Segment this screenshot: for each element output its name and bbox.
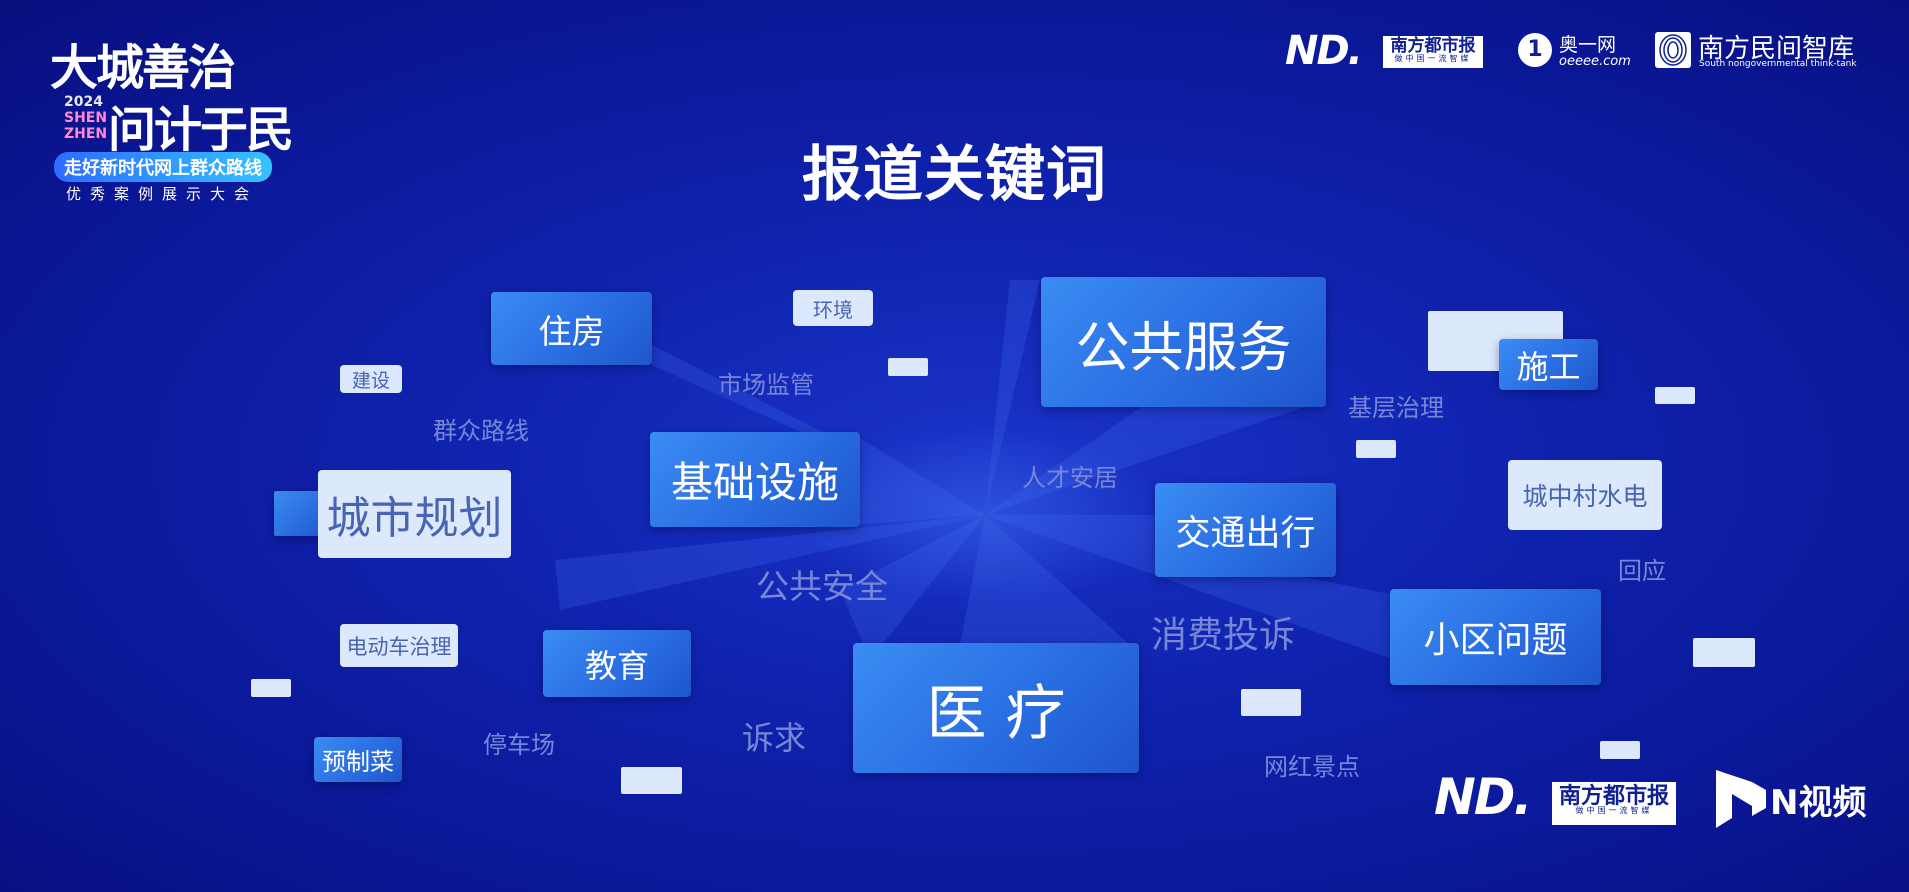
- keyword-xiaofei-tousu: 消费投诉: [1150, 615, 1295, 656]
- nanfang-paper-slogan: 做中国一流智媒: [1394, 54, 1472, 63]
- deco-square-3: [1655, 387, 1695, 404]
- aoyi-name: 奥一网: [1559, 34, 1617, 56]
- thinktank-name: 南方民间智库: [1698, 34, 1855, 64]
- footer-nanfang-paper-logo: 南方都市报 做中国一流智媒: [1552, 782, 1676, 825]
- event-logo-year: 2024 SHEN ZHEN: [64, 94, 107, 142]
- partner-logos: ND. 南方都市报 做中国一流智媒 1 奥一网 oeeee.com 南方民间智库…: [1285, 28, 1885, 78]
- footer-nd-logo-mark: ND.: [1434, 768, 1532, 826]
- aoyi-domain: oeeee.com: [1559, 54, 1631, 69]
- nanfang-paper-name: 南方都市报: [1390, 36, 1476, 56]
- deco-square-1: [888, 358, 928, 376]
- event-city-2: ZHEN: [64, 126, 108, 142]
- deco-square-4: [1356, 440, 1396, 458]
- keyword-yiliao: 医 疗: [853, 643, 1139, 773]
- footer-nanfang-paper-slogan: 做中国一流智媒: [1575, 806, 1653, 815]
- keyword-jiceng-zhili: 基层治理: [1348, 393, 1444, 422]
- keyword-shigong: 施工: [1499, 339, 1598, 390]
- event-logo: 大城善治 2024 SHEN ZHEN 问计于民 走好新时代网上群众路线 优秀案…: [50, 28, 310, 208]
- fingerprint-icon: [1655, 32, 1691, 68]
- keyword-shichang-jianguan: 市场监管: [718, 370, 814, 399]
- keyword-xiaoqu-wenti: 小区问题: [1390, 589, 1601, 685]
- keyword-zhufang: 住房: [491, 292, 652, 365]
- nanfang-paper-logo: 南方都市报 做中国一流智媒: [1383, 36, 1483, 68]
- event-logo-line1: 大城善治: [50, 40, 236, 96]
- event-logo-line2: 问计于民: [108, 102, 294, 158]
- keyword-jiaotong-chuxing: 交通出行: [1155, 483, 1336, 577]
- nd-logo-mark: ND.: [1285, 28, 1363, 74]
- keyword-diandongche: 电动车治理: [340, 624, 458, 667]
- keyword-chengzhongcun: 城中村水电: [1508, 460, 1662, 530]
- nvideo-text: N视频: [1770, 782, 1867, 823]
- keyword-chengshi-guihua: 城市规划: [318, 470, 511, 558]
- aoyi-circle-icon: 1: [1518, 33, 1552, 67]
- deco-square-9: [1600, 741, 1640, 759]
- deco-square-7: [1693, 638, 1755, 667]
- deco-square-10: [621, 767, 682, 794]
- keyword-gonggong-fuwu: 公共服务: [1041, 277, 1326, 407]
- keyword-huiying: 回应: [1618, 556, 1666, 585]
- aoyi-mark: 1: [1527, 37, 1543, 62]
- keyword-suqiu: 诉求: [741, 719, 806, 757]
- keyword-jichu-sheshi: 基础设施: [650, 432, 860, 527]
- keyword-tingchechang: 停车场: [483, 730, 555, 759]
- event-year: 2024: [64, 94, 103, 110]
- nvideo-play-icon: [1716, 770, 1766, 828]
- event-logo-pill: 走好新时代网上群众路线: [54, 152, 272, 182]
- nvideo-logo: N视频: [1712, 766, 1866, 832]
- keyword-jianshe: 建设: [340, 365, 402, 393]
- keyword-huanjing: 环境: [793, 290, 873, 326]
- keyword-qunzhong-luxian: 群众路线: [433, 416, 529, 445]
- keyword-yuzhicai: 预制菜: [314, 737, 402, 782]
- keyword-gonggong-anquan: 公共安全: [756, 567, 888, 606]
- keyword-rencai-anju: 人才安居: [1022, 463, 1118, 492]
- thinktank-en: South nongovernmental think-tank: [1699, 59, 1857, 69]
- deco-square-6: [251, 679, 291, 697]
- event-city-1: SHEN: [64, 110, 108, 126]
- event-logo-subtitle: 优秀案例展示大会: [66, 185, 259, 203]
- page-title: 报道关键词: [802, 140, 1107, 210]
- deco-square-8: [1241, 689, 1301, 716]
- keyword-wanghong-jingdian: 网红景点: [1264, 752, 1360, 781]
- footer-nanfang-paper-name: 南方都市报: [1558, 783, 1669, 809]
- keyword-jiaoyu: 教育: [543, 630, 691, 697]
